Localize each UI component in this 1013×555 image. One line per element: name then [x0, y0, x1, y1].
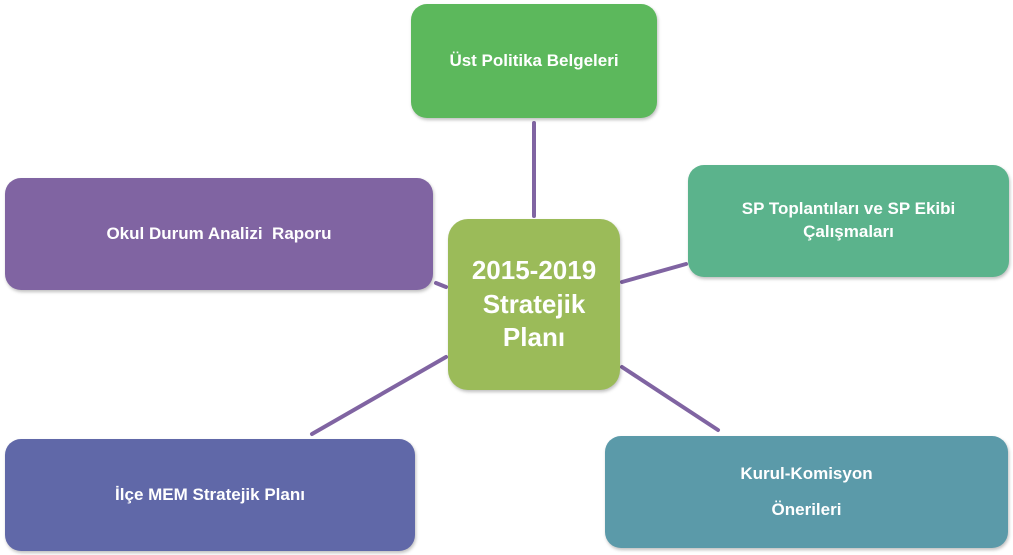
- node-kurul-komisyon-onerileri: Kurul-Komisyon Önerileri: [605, 436, 1008, 548]
- node-ilce-mem-stratejik-plani: İlçe MEM Stratejik Planı: [5, 439, 415, 551]
- node-label-line-2: Çalışmaları: [803, 222, 894, 241]
- node-stratejik-plan-center: 2015-2019 Stratejik Planı: [448, 219, 620, 390]
- connector-left: [434, 281, 448, 289]
- node-label-line-1: Kurul-Komisyon: [740, 464, 873, 484]
- connector-bottom-right: [620, 365, 720, 432]
- node-label-line-2: Önerileri: [771, 500, 842, 519]
- node-ust-politika-belgeleri: Üst Politika Belgeleri: [411, 4, 657, 118]
- connector-bottom-left: [310, 355, 448, 436]
- node-label: Okul Durum Analizi Raporu: [106, 223, 332, 243]
- connector-right: [620, 262, 688, 284]
- node-okul-durum-analizi: Okul Durum Analizi Raporu: [5, 178, 433, 290]
- node-sp-toplantilari: SP Toplantıları ve SP Ekibi Çalışmaları: [688, 165, 1009, 277]
- center-label-line-1: 2015-2019: [471, 254, 597, 285]
- node-label: İlçe MEM Stratejik Planı: [115, 484, 305, 504]
- node-label: Üst Politika Belgeleri: [449, 50, 619, 70]
- center-label-line-2: Stratejik: [482, 288, 586, 319]
- center-label-line-3: Planı: [502, 322, 566, 353]
- node-label-line-1: SP Toplantıları ve SP Ekibi: [741, 199, 956, 219]
